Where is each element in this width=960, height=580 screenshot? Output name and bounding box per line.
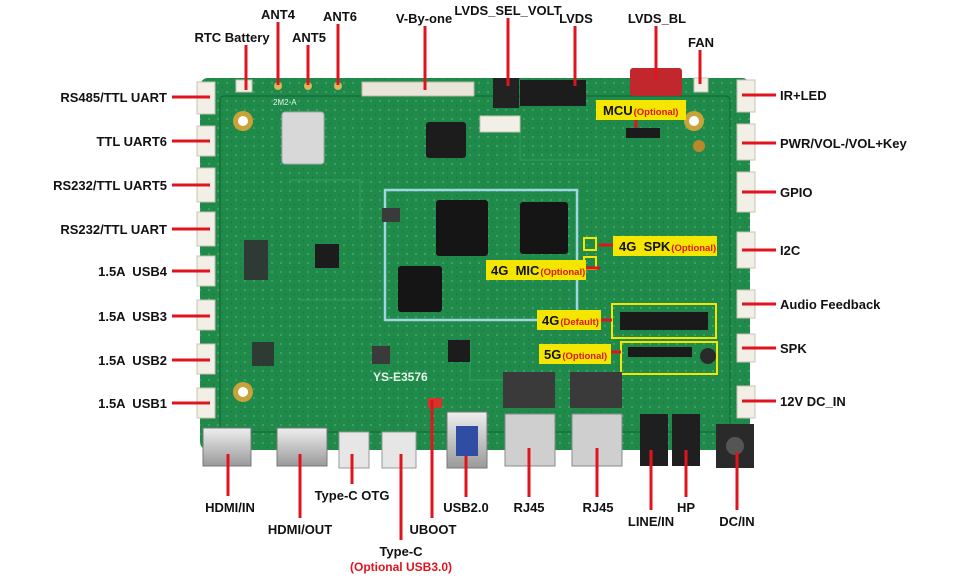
svg-text:5G(Optional): 5G(Optional) (544, 347, 607, 362)
label-fan: FAN (688, 35, 714, 50)
label-type-c: Type-C (379, 544, 423, 559)
label-rj45-a: RJ45 (513, 500, 544, 515)
label-ttl-uart6: TTL UART6 (96, 134, 167, 149)
label-type-c-optional: (Optional USB3.0) (350, 560, 452, 574)
soc-core (244, 122, 579, 366)
label-rtc-battery: RTC Battery (194, 30, 270, 45)
label-hdmi-out: HDMI/OUT (268, 522, 332, 537)
badge-5g-optional-note: (Optional) (562, 351, 607, 362)
label-i2c: I2C (780, 243, 801, 258)
module-silk: 2M2-A (273, 98, 297, 107)
badge-4g-mic: 4G MIC(Optional) (486, 260, 586, 280)
badge-4g-spk-note: (Optional) (671, 243, 716, 254)
label-usb3: 1.5A USB3 (98, 309, 167, 324)
label-hdmi-in: HDMI/IN (205, 500, 255, 515)
badge-4g-mic-note: (Optional) (540, 267, 585, 278)
top-components (235, 68, 709, 165)
label-rs232-ttl-uart: RS232/TTL UART (60, 222, 167, 237)
label-rs232-ttl-uart5: RS232/TTL UART5 (53, 178, 167, 193)
badge-4g-default-label: 4G (542, 313, 559, 328)
badge-5g-optional: 5G(Optional) (539, 344, 611, 364)
label-hp: HP (677, 500, 695, 515)
svg-text:4G SPK(Optional): 4G SPK(Optional) (619, 239, 716, 254)
label-line-in: LINE/IN (628, 514, 674, 529)
badge-4g-default-note: (Default) (560, 317, 599, 328)
label-ir-led: IR+LED (780, 88, 827, 103)
label-v-by-one: V-By-one (396, 11, 452, 26)
badge-mcu: MCU(Optional) (596, 100, 686, 120)
m2-slots (583, 237, 718, 375)
label-uboot: UBOOT (410, 522, 457, 537)
badge-mcu-label: MCU (603, 103, 633, 118)
badge-4g-spk: 4G SPK(Optional) (613, 236, 717, 256)
label-type-c-otg: Type-C OTG (315, 488, 390, 503)
label-spk: SPK (780, 341, 807, 356)
leader-lines (172, 18, 776, 540)
label-usb1: 1.5A USB1 (98, 396, 167, 411)
label-lvds: LVDS (559, 11, 593, 26)
label-rj45-b: RJ45 (582, 500, 613, 515)
label-lvds-bl: LVDS_BL (628, 11, 686, 26)
label-ant4: ANT4 (261, 7, 296, 22)
label-usb4: 1.5A USB4 (98, 264, 168, 279)
badge-4g-default: 4G(Default) (537, 310, 601, 330)
pcb-board (200, 78, 750, 450)
label-lvds-sel-volt: LVDS_SEL_VOLT (454, 3, 561, 18)
badge-mcu-note: (Optional) (634, 107, 679, 118)
badge-5g-optional-label: 5G (544, 347, 561, 362)
label-dc-in: DC/IN (719, 514, 754, 529)
label-ant6: ANT6 (323, 9, 357, 24)
label-gpio: GPIO (780, 185, 813, 200)
board-model-silk: YS-E3576 (373, 370, 428, 384)
label-12v-dc-in: 12V DC_IN (780, 394, 846, 409)
label-usb2: 1.5A USB2 (98, 353, 167, 368)
label-rs485-ttl-uart: RS485/TTL UART (60, 90, 167, 105)
label-ant5: ANT5 (292, 30, 326, 45)
bottom-ports (202, 372, 754, 469)
badge-4g-mic-label: 4G MIC (491, 263, 540, 278)
svg-text:4G MIC(Optional): 4G MIC(Optional) (491, 263, 585, 278)
mcu-header (626, 128, 660, 138)
label-usb20: USB2.0 (443, 500, 489, 515)
label-audio-feedback: Audio Feedback (780, 297, 881, 312)
label-pwr-vol-key: PWR/VOL-/VOL+Key (780, 136, 908, 151)
svg-text:MCU(Optional): MCU(Optional) (603, 103, 678, 118)
svg-text:4G(Default): 4G(Default) (542, 313, 599, 328)
badge-4g-spk-label: 4G SPK (619, 239, 671, 254)
